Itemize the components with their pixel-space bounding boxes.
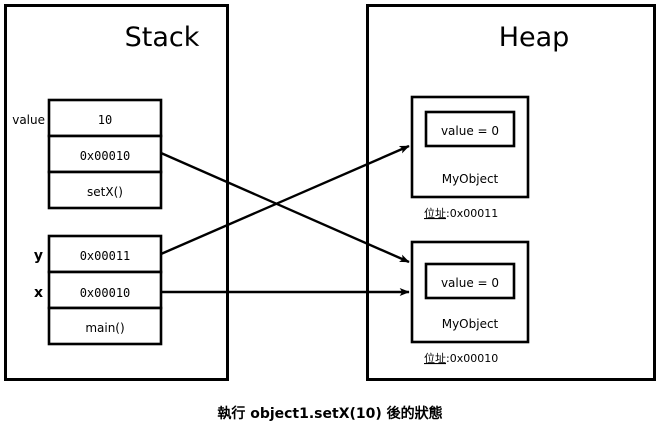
heap-title: Heap	[499, 22, 570, 53]
stack-slot-x-label: x	[34, 285, 43, 301]
heap-object-10-address-value: :0x00010	[446, 352, 498, 365]
stack-frame-main: y 0x00011 x 0x00010 main()	[34, 234, 163, 346]
heap-object-10-field-text: value = 0	[441, 276, 499, 290]
heap-object-10: value = 0 MyObject 位址:0x00010	[410, 240, 530, 365]
heap-object-11-address: 位址:0x00011	[424, 206, 498, 220]
stack-slot-x-text: 0x00010	[80, 286, 131, 300]
heap-object-11-address-value: :0x00011	[446, 207, 498, 220]
arrow-main-y-to-object-11	[160, 144, 410, 256]
diagram-caption: 執行 object1.setX(10) 後的狀態	[217, 405, 442, 422]
heap-object-11-field-text: value = 0	[441, 124, 499, 138]
stack-slot-value	[47, 98, 163, 138]
heap-object-11-class-name: MyObject	[442, 172, 499, 186]
heap-object-11-address-label: 位址	[424, 206, 446, 220]
stack-slot-value-text: 10	[98, 113, 112, 127]
reference-arrows	[160, 144, 410, 296]
stack-slot-x	[47, 270, 163, 310]
heap-object-11: value = 0 MyObject 位址:0x00011	[410, 95, 530, 220]
heap-object-10-field-box	[424, 262, 516, 300]
heap-object-11-field-box	[424, 110, 516, 148]
heap-object-10-address-label: 位址	[424, 351, 446, 365]
stack-slot-value-label: value	[12, 113, 45, 127]
stack-slot-y-text: 0x00011	[80, 249, 131, 263]
stack-slot-setx-name	[47, 170, 163, 210]
arrow-setx-ref-to-object-10	[160, 151, 410, 264]
stack-title: Stack	[125, 22, 200, 53]
stack-slot-y-label: y	[34, 248, 43, 264]
heap-object-10-address: 位址:0x00010	[424, 351, 498, 365]
stack-slot-main-name-text: main()	[85, 321, 124, 335]
stack-slot-setx-ref	[47, 134, 163, 174]
stack-slot-setx-ref-text: 0x00010	[80, 149, 131, 163]
stack-slot-main-name	[47, 306, 163, 346]
stack-frame-setx: value 10 0x00010 setX()	[12, 98, 163, 210]
heap-object-10-class-name: MyObject	[442, 317, 499, 331]
stack-slot-setx-name-text: setX()	[87, 185, 123, 199]
